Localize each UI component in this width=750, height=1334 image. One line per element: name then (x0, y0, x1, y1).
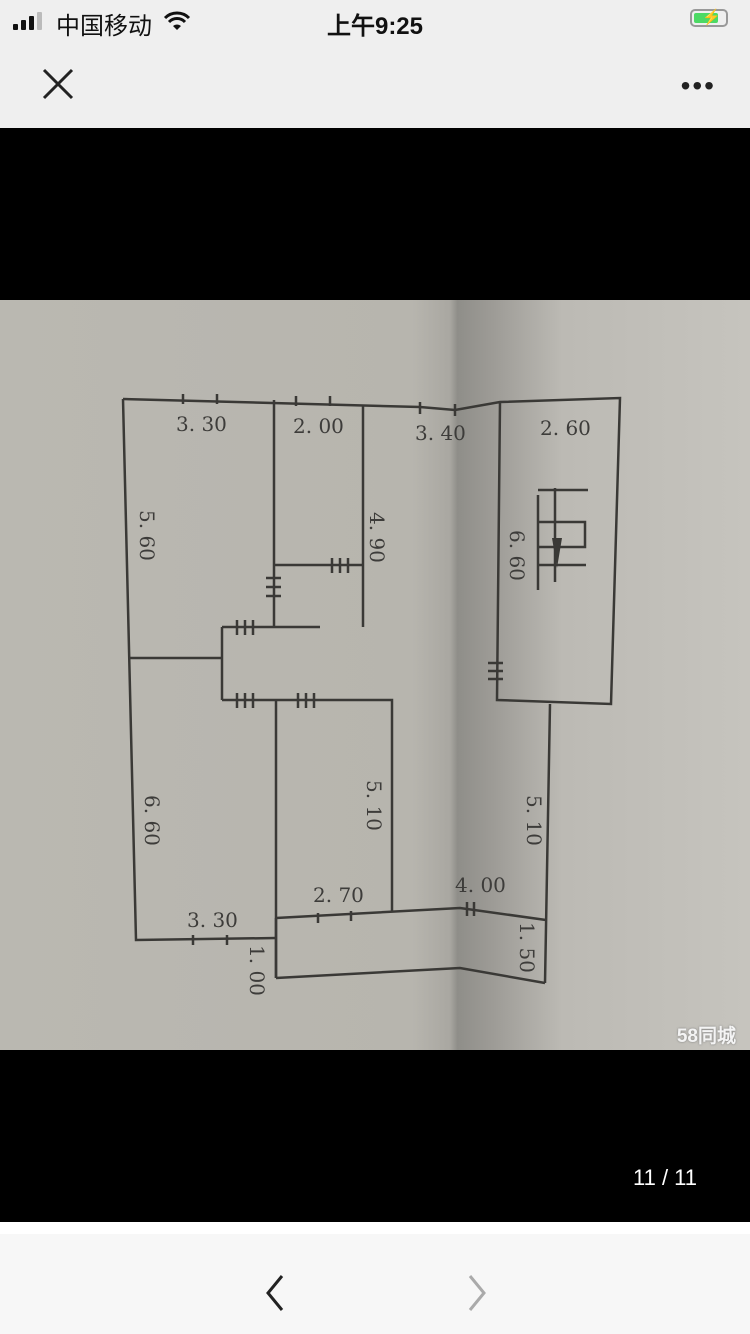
dim-bottom-right: 4. 00 (455, 873, 506, 897)
dim-balcony-left: 1. 00 (245, 945, 269, 996)
viewer-toolbar: ••• (0, 42, 750, 128)
dim-top-left: 3. 30 (176, 412, 227, 436)
carrier-name: 中国移动 (56, 13, 152, 40)
dim-bottom-mid: 2. 70 (313, 883, 364, 907)
dim-mid-upper: 4. 90 (365, 512, 389, 563)
signal-icon (13, 12, 42, 30)
dim-left-upper: 5. 60 (135, 510, 159, 561)
battery-charging-icon: ⚡ (690, 9, 728, 27)
floor-plan-photo[interactable]: 3. 30 2. 00 3. 40 2. 60 5. 60 4. 90 6. 6… (0, 300, 750, 1050)
more-icon[interactable]: ••• (680, 70, 716, 101)
floor-plan-drawing: 3. 30 2. 00 3. 40 2. 60 5. 60 4. 90 6. 6… (121, 394, 622, 996)
previous-icon[interactable] (256, 1268, 296, 1318)
status-bar: 中国移动 上午9:25 ⚡ (0, 0, 750, 42)
dim-right-room: 6. 60 (505, 530, 529, 581)
clock: 上午9:25 (326, 13, 424, 40)
bottom-nav (0, 1222, 750, 1334)
dim-top-mid: 2. 00 (293, 414, 344, 438)
dim-bottom-left: 3. 30 (187, 908, 238, 932)
dim-mid-lower: 5. 10 (362, 780, 386, 831)
dim-top-right: 2. 60 (540, 416, 591, 440)
dim-right-lower: 5. 10 (522, 795, 546, 846)
close-icon[interactable] (38, 64, 78, 104)
dim-top-hall: 3. 40 (415, 421, 466, 445)
next-icon[interactable] (458, 1268, 498, 1318)
wifi-icon (163, 11, 191, 30)
page-counter: 11 / 11 (633, 1165, 698, 1190)
watermark: 58同城 (676, 1026, 736, 1047)
dim-balcony-right: 1. 50 (515, 922, 539, 973)
dim-left-lower: 6. 60 (140, 795, 164, 846)
